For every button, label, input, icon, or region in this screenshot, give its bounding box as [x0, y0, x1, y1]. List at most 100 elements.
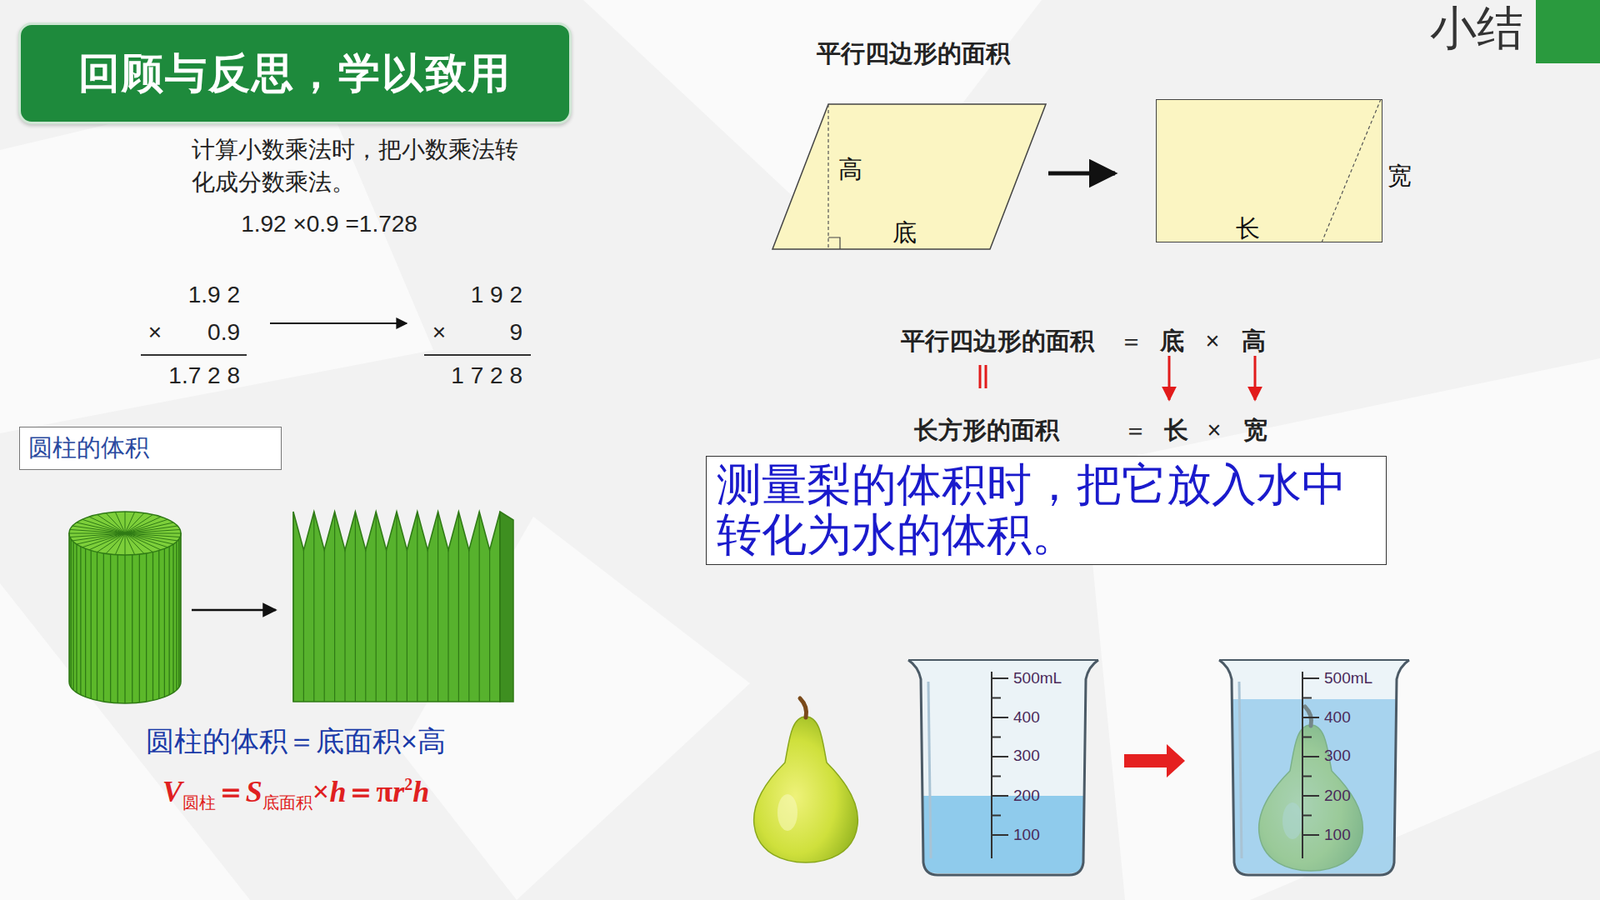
scale-number: 500mL [1013, 669, 1062, 688]
cut-line [72, 541, 74, 690]
arrow [1254, 355, 1257, 400]
arrow [191, 609, 276, 612]
cut-line [125, 511, 126, 534]
cut-line [479, 511, 480, 702]
cut-line [158, 550, 160, 700]
formula-subscript: 底面积 [262, 793, 313, 812]
scale-tick [1302, 677, 1320, 680]
scale-tick [991, 736, 1001, 739]
cut-line [385, 550, 387, 702]
scale-tick [1302, 736, 1312, 739]
formula-symbol: × [312, 775, 330, 809]
formula-symbol: h [412, 775, 430, 809]
scale-tick [991, 834, 1009, 836]
formula-term: 平行四边形的面积 [900, 327, 1095, 355]
cut-line [164, 548, 165, 697]
cylinder-figure [69, 511, 181, 704]
node-text: 圆柱的体积 [28, 432, 273, 465]
product: 1 7 2 8 [450, 362, 523, 390]
equal-sign: ＝ [1123, 416, 1148, 445]
cut-line [303, 550, 305, 702]
section-tag: 小结 [1430, 1, 1524, 55]
cut-line [489, 550, 490, 702]
times-sign: × [1205, 327, 1220, 355]
scale-number: 200 [1013, 786, 1040, 805]
cut-line [110, 554, 111, 703]
cut-line [313, 511, 315, 702]
sum-line [424, 354, 531, 356]
cut-line [324, 550, 325, 702]
cut-line [125, 533, 145, 554]
volume-formula: V圆柱＝S底面积×h＝πr2h [162, 771, 430, 815]
cut-line [124, 555, 125, 704]
scale-tick [991, 775, 1001, 778]
product: 1.7 2 8 [168, 362, 240, 390]
scale-number: 500mL [1324, 669, 1373, 688]
section-heading: 平行四边形的面积 [816, 40, 1010, 68]
node-text: 长 [1235, 212, 1260, 246]
arrow [1168, 355, 1171, 400]
formula-subscript: 圆柱 [182, 793, 216, 812]
factor: 1 9 2 [470, 281, 523, 309]
scale-tick [991, 677, 1009, 680]
scale-tick [991, 795, 1009, 797]
formula-term: 长方形的面积 [914, 416, 1060, 445]
beaker-with-pear [1219, 660, 1410, 875]
scale-tick [1302, 775, 1312, 778]
formula-symbol: r [392, 775, 405, 809]
cut-line [427, 550, 429, 702]
cut-line [115, 511, 125, 534]
cut-line [180, 535, 181, 685]
cut-line [125, 533, 161, 550]
times-sign: × [148, 319, 162, 346]
cut-line [139, 554, 140, 703]
scale-tick [1302, 716, 1320, 719]
cut-line [172, 544, 174, 693]
cut-line [169, 546, 170, 695]
cut-line [334, 511, 335, 702]
cut-line [80, 546, 81, 695]
cut-line [468, 550, 470, 702]
equation: 1.92 ×0.9 =1.728 [240, 210, 418, 238]
equal-mark [985, 365, 988, 389]
formula-symbol: π [375, 775, 393, 809]
cut-line [375, 511, 377, 702]
cut-line [125, 533, 174, 545]
scale-tick [1302, 755, 1320, 758]
scale-tick [991, 755, 1009, 758]
cut-line [89, 516, 125, 534]
node-text: 测量梨的体积时，把它放入水中转化为水的体积。 [716, 459, 1378, 560]
cut-line [70, 539, 72, 688]
cut-line [125, 529, 180, 534]
formula-term: 底 [1160, 327, 1185, 355]
formula-symbol: h [329, 775, 346, 809]
formula-term: 宽 [1243, 416, 1268, 445]
note-box: 测量梨的体积时，把它放入水中转化为水的体积。 [705, 455, 1387, 565]
title-banner: 回顾与反思，学以致用 [18, 22, 572, 125]
formula-symbol: ＝ [345, 775, 376, 809]
cut-line [125, 533, 126, 555]
arrow [270, 322, 407, 325]
cut-line [103, 553, 105, 702]
cut-line [395, 511, 397, 702]
cut-line [72, 533, 125, 541]
sum-line [140, 354, 247, 356]
scale-tick [1302, 834, 1320, 836]
factor: 0.9 [207, 319, 240, 346]
prism-body [293, 511, 500, 702]
scale-tick [991, 815, 1001, 817]
scale-tick [1302, 795, 1320, 797]
formula-symbol: V [162, 775, 183, 809]
cut-line [499, 511, 500, 702]
scale-number: 100 [1013, 825, 1040, 845]
cut-line [131, 555, 133, 704]
cut-line [458, 511, 460, 702]
scale-tick [1302, 697, 1312, 700]
cut-line [355, 511, 356, 702]
scale-tick [1302, 815, 1312, 817]
node-text: 底 [892, 216, 917, 250]
times-sign: × [432, 319, 446, 346]
cut-line [145, 553, 147, 702]
